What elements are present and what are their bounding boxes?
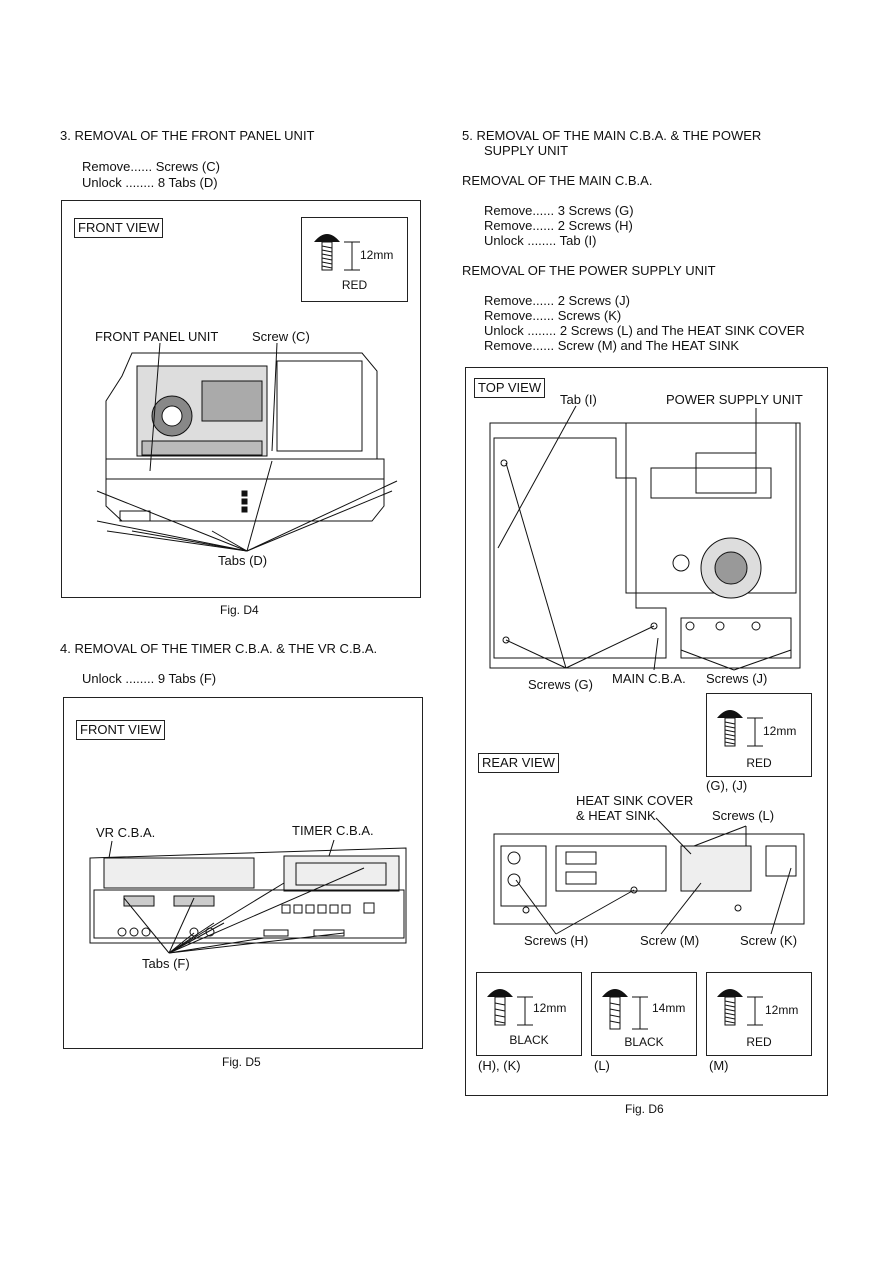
sub2-line2: Remove...... Screws (K) bbox=[484, 308, 622, 323]
sub2-line3: Unlock ........ 2 Screws (L) and The HEA… bbox=[484, 323, 805, 338]
sub1-line2: Remove...... 2 Screws (H) bbox=[484, 218, 633, 233]
fig-d4-caption: Fig. D4 bbox=[220, 603, 259, 617]
power-supply-unit-label: POWER SUPPLY UNIT bbox=[666, 392, 803, 407]
front-view-label: FRONT VIEW bbox=[76, 720, 166, 740]
vcr-front-drawing bbox=[96, 342, 398, 552]
screw-l-ref: (L) bbox=[594, 1058, 610, 1073]
screw-dim: 14mm bbox=[652, 1001, 686, 1015]
rear-view-label: REAR VIEW bbox=[478, 753, 559, 773]
screw-k-label: Screw (K) bbox=[740, 933, 798, 948]
fig-d5-frame: FRONT VIEW VR C.B.A. TIMER C.B.A. bbox=[63, 697, 423, 1049]
screw-spec-hk: 12mm BLACK bbox=[476, 972, 582, 1056]
sub1-line3: Unlock ........ Tab (I) bbox=[484, 233, 597, 248]
front-view-label: FRONT VIEW bbox=[74, 218, 164, 238]
sub2-line4: Remove...... Screw (M) and The HEAT SINK bbox=[484, 338, 740, 353]
front-panel-unit-label: FRONT PANEL UNIT bbox=[95, 329, 219, 344]
screws-g-label: Screws (G) bbox=[528, 677, 593, 692]
vcr-rear-drawing bbox=[493, 817, 805, 935]
section5-sub1: REMOVAL OF THE MAIN C.B.A. bbox=[462, 173, 653, 188]
section4-heading: 4. REMOVAL OF THE TIMER C.B.A. & THE VR … bbox=[60, 641, 378, 656]
screw-spec-l: 14mm BLACK bbox=[591, 972, 697, 1056]
screws-l-label: Screws (L) bbox=[712, 808, 775, 823]
screw-color: RED bbox=[746, 756, 772, 770]
fig-d6-caption: Fig. D6 bbox=[625, 1102, 664, 1116]
screws-h-label: Screws (H) bbox=[524, 933, 589, 948]
screw-m-label: Screw (M) bbox=[640, 933, 700, 948]
screw-spec-m: 12mm RED bbox=[706, 972, 812, 1056]
screw-spec-gj: 12mm RED bbox=[706, 693, 812, 777]
screw-icon bbox=[717, 710, 763, 747]
screw-dim: 12mm bbox=[360, 248, 394, 262]
tab-i-label: Tab (I) bbox=[560, 392, 597, 407]
tabs-f-label: Tabs (F) bbox=[142, 956, 190, 971]
screw-icon bbox=[602, 989, 648, 1030]
screws-j-label: Screws (J) bbox=[706, 671, 768, 686]
screw-dim: 12mm bbox=[765, 1003, 799, 1017]
section3-line1: Remove...... Screws (C) bbox=[82, 159, 220, 174]
section5-heading-line1: 5. REMOVAL OF THE MAIN C.B.A. & THE POWE… bbox=[462, 128, 762, 143]
sub2-line1: Remove...... 2 Screws (J) bbox=[484, 293, 630, 308]
sub1-line1: Remove...... 3 Screws (G) bbox=[484, 203, 634, 218]
vcr-front-inner-drawing bbox=[89, 839, 407, 954]
section4-line1: Unlock ........ 9 Tabs (F) bbox=[82, 671, 217, 686]
heat-sink-label-1: HEAT SINK COVER bbox=[576, 793, 694, 808]
fig-d5-caption: Fig. D5 bbox=[222, 1055, 261, 1069]
section3-line2: Unlock ........ 8 Tabs (D) bbox=[82, 175, 218, 190]
vr-cba-label: VR C.B.A. bbox=[96, 825, 156, 840]
section3-heading: 3. REMOVAL OF THE FRONT PANEL UNIT bbox=[60, 128, 315, 143]
main-cba-label: MAIN C.B.A. bbox=[612, 671, 686, 686]
fig-d6-frame: TOP VIEW Tab (I) POWER SUPPLY UNIT Sc bbox=[465, 367, 828, 1096]
vcr-top-drawing bbox=[489, 405, 801, 671]
screw-color: RED bbox=[746, 1035, 772, 1049]
screw-dim: 12mm bbox=[763, 724, 797, 738]
top-view-label: TOP VIEW bbox=[474, 378, 546, 398]
screw-spec-red: 12mm RED bbox=[301, 217, 408, 302]
section5-sub2: REMOVAL OF THE POWER SUPPLY UNIT bbox=[462, 263, 716, 278]
screw-c-label: Screw (C) bbox=[252, 329, 310, 344]
fig-d4-frame: FRONT VIEW 12mm RED FRONT PANEL UNIT Scr… bbox=[61, 200, 421, 598]
screw-hk-ref: (H), (K) bbox=[478, 1058, 521, 1073]
screw-gj-ref: (G), (J) bbox=[706, 778, 748, 793]
timer-cba-label: TIMER C.B.A. bbox=[292, 823, 374, 838]
section5-heading-line2: SUPPLY UNIT bbox=[484, 143, 569, 158]
tabs-d-label: Tabs (D) bbox=[218, 553, 268, 568]
screw-icon bbox=[314, 234, 360, 271]
screw-dim: 12mm bbox=[533, 1001, 567, 1015]
screw-color: BLACK bbox=[509, 1033, 549, 1047]
screw-icon bbox=[487, 989, 533, 1026]
screw-icon bbox=[717, 989, 763, 1026]
screw-color: RED bbox=[341, 278, 368, 292]
heat-sink-label-2: & HEAT SINK bbox=[576, 808, 656, 823]
screw-color: BLACK bbox=[624, 1035, 664, 1049]
screw-m-ref: (M) bbox=[709, 1058, 729, 1073]
